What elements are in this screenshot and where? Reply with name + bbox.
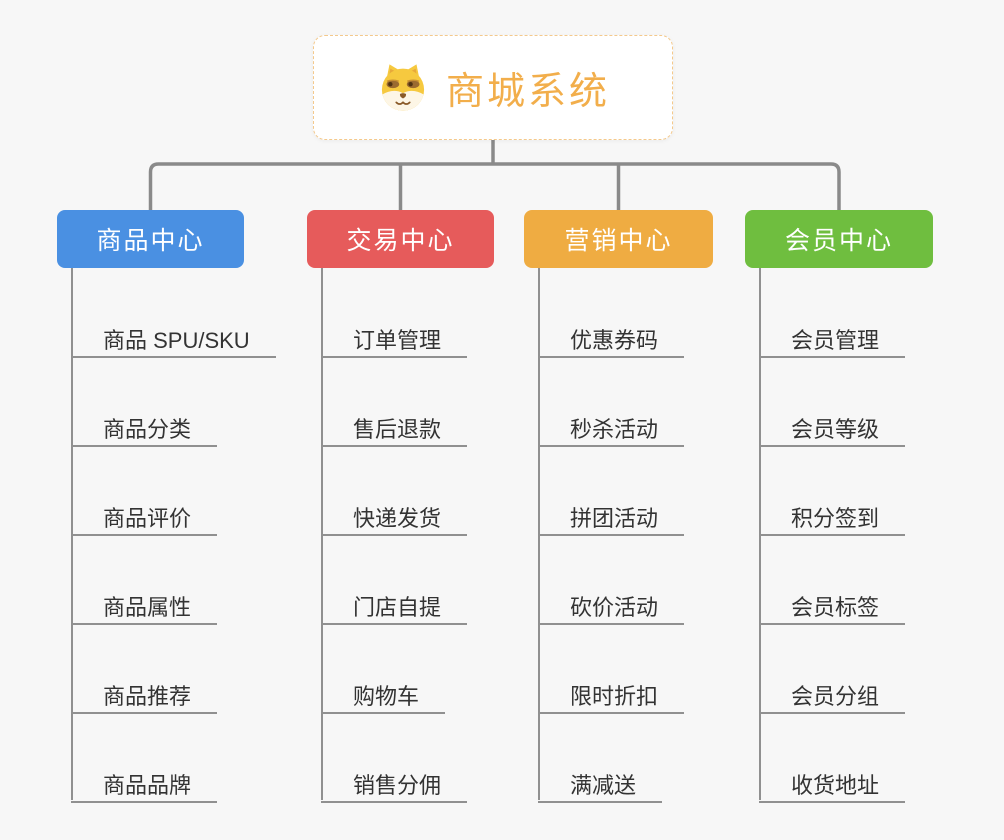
child-node-label: 订单管理 xyxy=(353,327,442,353)
child-node-label: 限时折扣 xyxy=(570,683,659,709)
child-node-label: 商品 SPU/SKU xyxy=(103,327,250,353)
child-node[interactable]: 快递发货 xyxy=(321,491,468,536)
child-node-label: 售后退款 xyxy=(353,416,442,442)
branch-header-label: 交易中心 xyxy=(346,227,455,255)
child-node[interactable]: 商品分类 xyxy=(71,402,218,447)
child-node[interactable]: 拼团活动 xyxy=(538,491,685,536)
branch-header-trade-center[interactable]: 交易中心 xyxy=(307,210,494,268)
child-node[interactable]: 会员分组 xyxy=(759,669,906,714)
child-node[interactable]: 收货地址 xyxy=(759,758,906,803)
child-node[interactable]: 满减送 xyxy=(538,758,663,803)
child-node-label: 积分签到 xyxy=(791,505,880,531)
child-node[interactable]: 会员等级 xyxy=(759,402,906,447)
root-node-mall-system[interactable]: 商城系统 xyxy=(313,35,673,140)
child-node[interactable]: 商品 SPU/SKU xyxy=(71,313,276,358)
child-node[interactable]: 秒杀活动 xyxy=(538,402,685,447)
branch-header-member-center[interactable]: 会员中心 xyxy=(745,210,933,268)
branch-header-label: 营销中心 xyxy=(564,227,673,255)
child-node-label: 会员管理 xyxy=(791,327,880,353)
child-node[interactable]: 售后退款 xyxy=(321,402,468,447)
child-node-label: 销售分佣 xyxy=(353,772,442,798)
child-node-label: 商品推荐 xyxy=(103,683,192,709)
child-node-label: 拼团活动 xyxy=(570,505,659,531)
child-node[interactable]: 积分签到 xyxy=(759,491,906,536)
child-node-label: 商品评价 xyxy=(103,505,192,531)
branch-header-marketing-center[interactable]: 营销中心 xyxy=(524,210,713,268)
branch-header-product-center[interactable]: 商品中心 xyxy=(57,210,244,268)
child-node[interactable]: 限时折扣 xyxy=(538,669,685,714)
child-node[interactable]: 砍价活动 xyxy=(538,580,685,625)
child-node-label: 快递发货 xyxy=(353,505,442,531)
child-node[interactable]: 商品推荐 xyxy=(71,669,218,714)
child-node-label: 收货地址 xyxy=(791,772,880,798)
child-node[interactable]: 订单管理 xyxy=(321,313,468,358)
child-node-label: 砍价活动 xyxy=(570,594,659,620)
child-node[interactable]: 会员标签 xyxy=(759,580,906,625)
child-node-label: 会员标签 xyxy=(791,594,880,620)
branch-bus-line xyxy=(148,162,841,210)
child-node[interactable]: 商品评价 xyxy=(71,491,218,536)
child-node[interactable]: 购物车 xyxy=(321,669,446,714)
child-node-label: 门店自提 xyxy=(353,594,442,620)
child-node-label: 会员等级 xyxy=(791,416,880,442)
child-node[interactable]: 销售分佣 xyxy=(321,758,468,803)
child-node-label: 满减送 xyxy=(570,772,637,798)
branch-header-label: 会员中心 xyxy=(784,227,893,255)
child-node-label: 优惠券码 xyxy=(570,327,659,353)
child-node-label: 购物车 xyxy=(353,683,420,709)
child-node-label: 商品分类 xyxy=(103,416,192,442)
child-node-label: 商品品牌 xyxy=(103,772,192,798)
root-node-label: 商城系统 xyxy=(445,71,610,113)
child-node[interactable]: 优惠券码 xyxy=(538,313,685,358)
child-node[interactable]: 门店自提 xyxy=(321,580,468,625)
dog-face-icon xyxy=(381,63,425,111)
child-node-label: 秒杀活动 xyxy=(570,416,659,442)
child-node[interactable]: 会员管理 xyxy=(759,313,906,358)
child-node[interactable]: 商品品牌 xyxy=(71,758,218,803)
child-node[interactable]: 商品属性 xyxy=(71,580,218,625)
branch-header-label: 商品中心 xyxy=(96,227,205,255)
child-node-label: 商品属性 xyxy=(103,594,192,620)
child-node-label: 会员分组 xyxy=(791,683,880,709)
